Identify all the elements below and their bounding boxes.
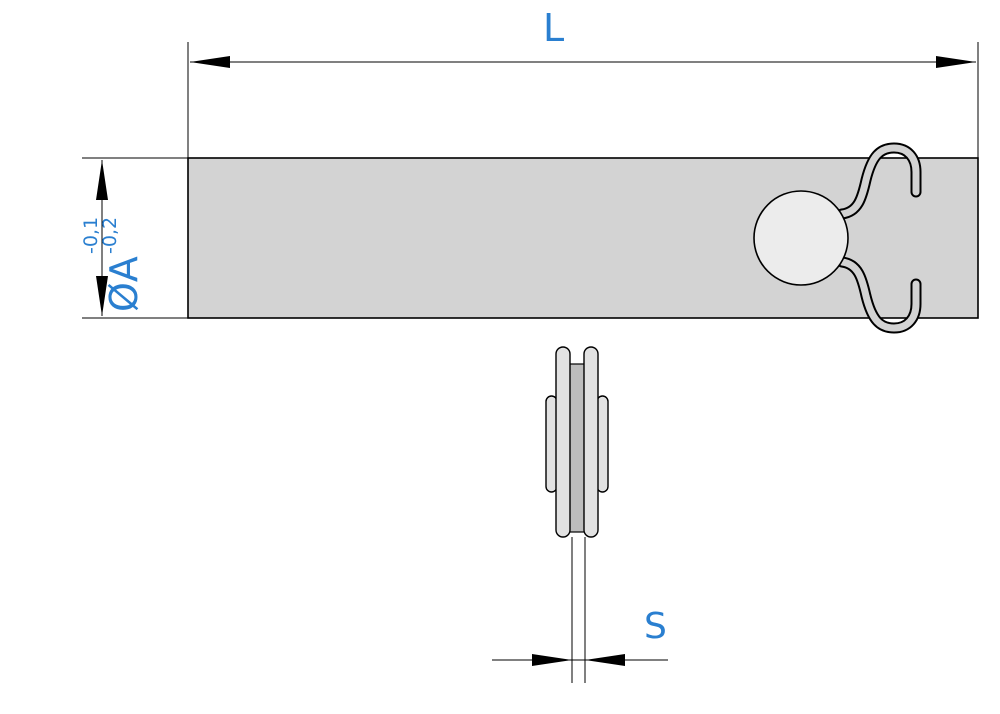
edge-view: [545, 346, 609, 538]
length-label: L: [543, 6, 565, 50]
diameter-label: ØA: [102, 256, 146, 312]
arrowhead-s-left: [532, 654, 572, 666]
arrowhead-bottom: [96, 276, 108, 316]
tolerance-lower: -0,2: [99, 216, 121, 254]
clip-boss-circle: [753, 190, 849, 286]
arrowhead-left: [190, 56, 230, 68]
arrowhead-s-right: [585, 654, 625, 666]
arrowhead-top: [96, 160, 108, 200]
spring-clip: [836, 142, 922, 334]
thickness-label: S: [644, 606, 667, 647]
main-body: [187, 157, 979, 319]
arrowhead-right: [936, 56, 976, 68]
diameter-dimension: ØA -0,1 -0,2: [6, 180, 146, 320]
